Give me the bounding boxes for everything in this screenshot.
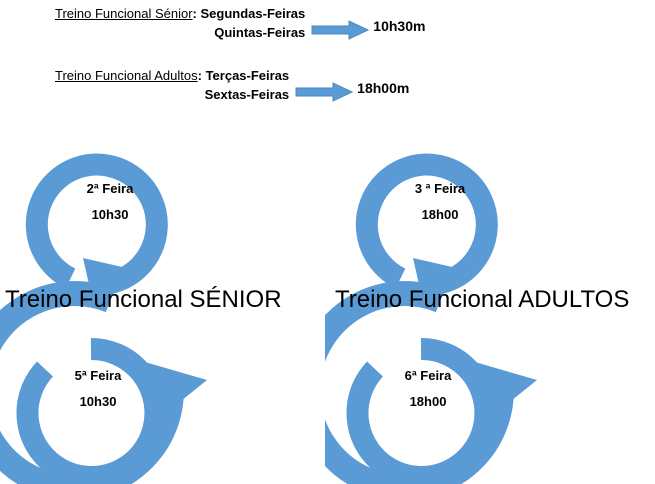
legend-day2-adultos: Sextas-Feiras [204,87,290,102]
legend-day1-senior: Segundas-Feiras [200,6,306,21]
node-time-top-adultos: 18h00 [421,207,459,222]
diagram-senior: 2ª Feira 10h30 5ª Feira 10h30 Treino Fun… [0,130,325,484]
top-circular-arrow-icon [355,153,498,302]
legend-time-senior: 10h30m [373,18,426,34]
legend-day1-adultos: Terças-Feiras [205,68,290,83]
circular-arrows-senior [0,153,207,484]
node-time-top-senior: 10h30 [91,207,129,222]
legend-row-adultos: Treino Funcional Adultos: Terças-Feiras … [55,66,409,104]
bottom-circular-arrow-icon [346,337,497,484]
legend-text-adultos: Treino Funcional Adultos: Terças-Feiras … [55,66,289,104]
node-time-bottom-senior: 10h30 [79,394,117,409]
node-day-bottom-adultos: 6ª Feira [404,368,452,383]
legend-text-senior: Treino Funcional Sénior: Segundas-Feiras… [55,4,305,42]
center-label-adultos: Treino Funcional ADULTOS [335,286,630,313]
node-time-bottom-adultos: 18h00 [409,394,447,409]
legend-day2-senior: Quintas-Feiras [214,25,306,40]
node-day-top-senior: 2ª Feira [86,181,134,196]
node-label-top-adultos: 3 ª Feira 18h00 [385,180,495,223]
node-label-bottom-adultos: 6ª Feira 18h00 [373,367,483,410]
circular-arrows-adultos [325,153,537,484]
node-day-bottom-senior: 5ª Feira [74,368,122,383]
right-arrow-icon [311,20,370,40]
legend-row-senior: Treino Funcional Sénior: Segundas-Feiras… [55,4,425,42]
legend-title-senior: Treino Funcional Sénior [55,6,193,21]
bottom-circular-arrow-icon [16,337,167,484]
legend-time-adultos: 18h00m [357,80,410,96]
legend-colon-senior: : [192,6,197,21]
node-label-bottom-senior: 5ª Feira 10h30 [43,367,153,410]
diagram-adultos: 3 ª Feira 18h00 6ª Feira 18h00 Treino Fu… [325,130,655,484]
center-label-senior: Treino Funcional SÉNIOR [5,286,282,313]
legend-colon-adultos: : [197,68,202,83]
legend-title-adultos: Treino Funcional Adultos [55,68,198,83]
node-day-top-adultos: 3 ª Feira [414,181,466,196]
top-circular-arrow-icon [25,153,168,302]
right-arrow-icon [295,82,354,102]
node-label-top-senior: 2ª Feira 10h30 [55,180,165,223]
